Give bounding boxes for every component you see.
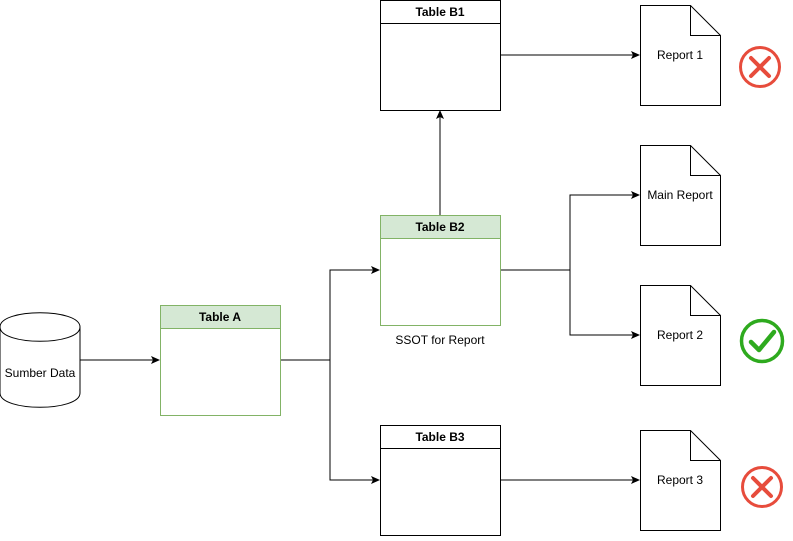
source-label: Sumber Data (5, 366, 76, 380)
connectors (80, 51, 640, 484)
table-b2-title: Table B2 (415, 220, 464, 234)
report-3[interactable]: Report 3 (640, 430, 721, 531)
report-2-label: Report 2 (657, 328, 703, 342)
table-b2[interactable]: Table B2 (380, 215, 501, 326)
main-report-label: Main Report (647, 188, 713, 202)
table-b3[interactable]: Table B3 (380, 425, 501, 536)
edge-b2-to-main-report (500, 191, 640, 271)
table-b3-title: Table B3 (415, 430, 464, 444)
edge-b2-to-report2 (569, 270, 640, 339)
edge-table-a-to-b2 (280, 266, 380, 361)
document-icon (640, 430, 721, 531)
table-a[interactable]: Table A (160, 305, 281, 416)
report-1[interactable]: Report 1 (640, 5, 721, 106)
table-b3-header (380, 425, 501, 449)
report-3-label: Report 3 (657, 473, 703, 487)
x-circle-icon (741, 466, 783, 508)
database-icon (0, 312, 81, 408)
edge-table-a-to-b3 (329, 360, 380, 484)
main-report[interactable]: Main Report (640, 145, 721, 246)
check-circle-icon (739, 318, 785, 364)
document-icon (640, 145, 721, 246)
report-2[interactable]: Report 2 (640, 285, 721, 386)
document-icon (640, 5, 721, 106)
table-a-header (160, 305, 281, 329)
table-b1[interactable]: Table B1 (380, 0, 501, 111)
table-b2-caption: SSOT for Report (395, 333, 485, 347)
table-b1-header (380, 0, 501, 24)
report-1-label: Report 1 (657, 48, 703, 62)
table-b1-title: Table B1 (415, 5, 464, 19)
x-circle-icon (739, 46, 781, 88)
document-icon (640, 285, 721, 386)
table-a-title: Table A (199, 310, 241, 324)
source-database[interactable]: Sumber Data (0, 312, 81, 408)
table-b2-header (380, 215, 501, 239)
